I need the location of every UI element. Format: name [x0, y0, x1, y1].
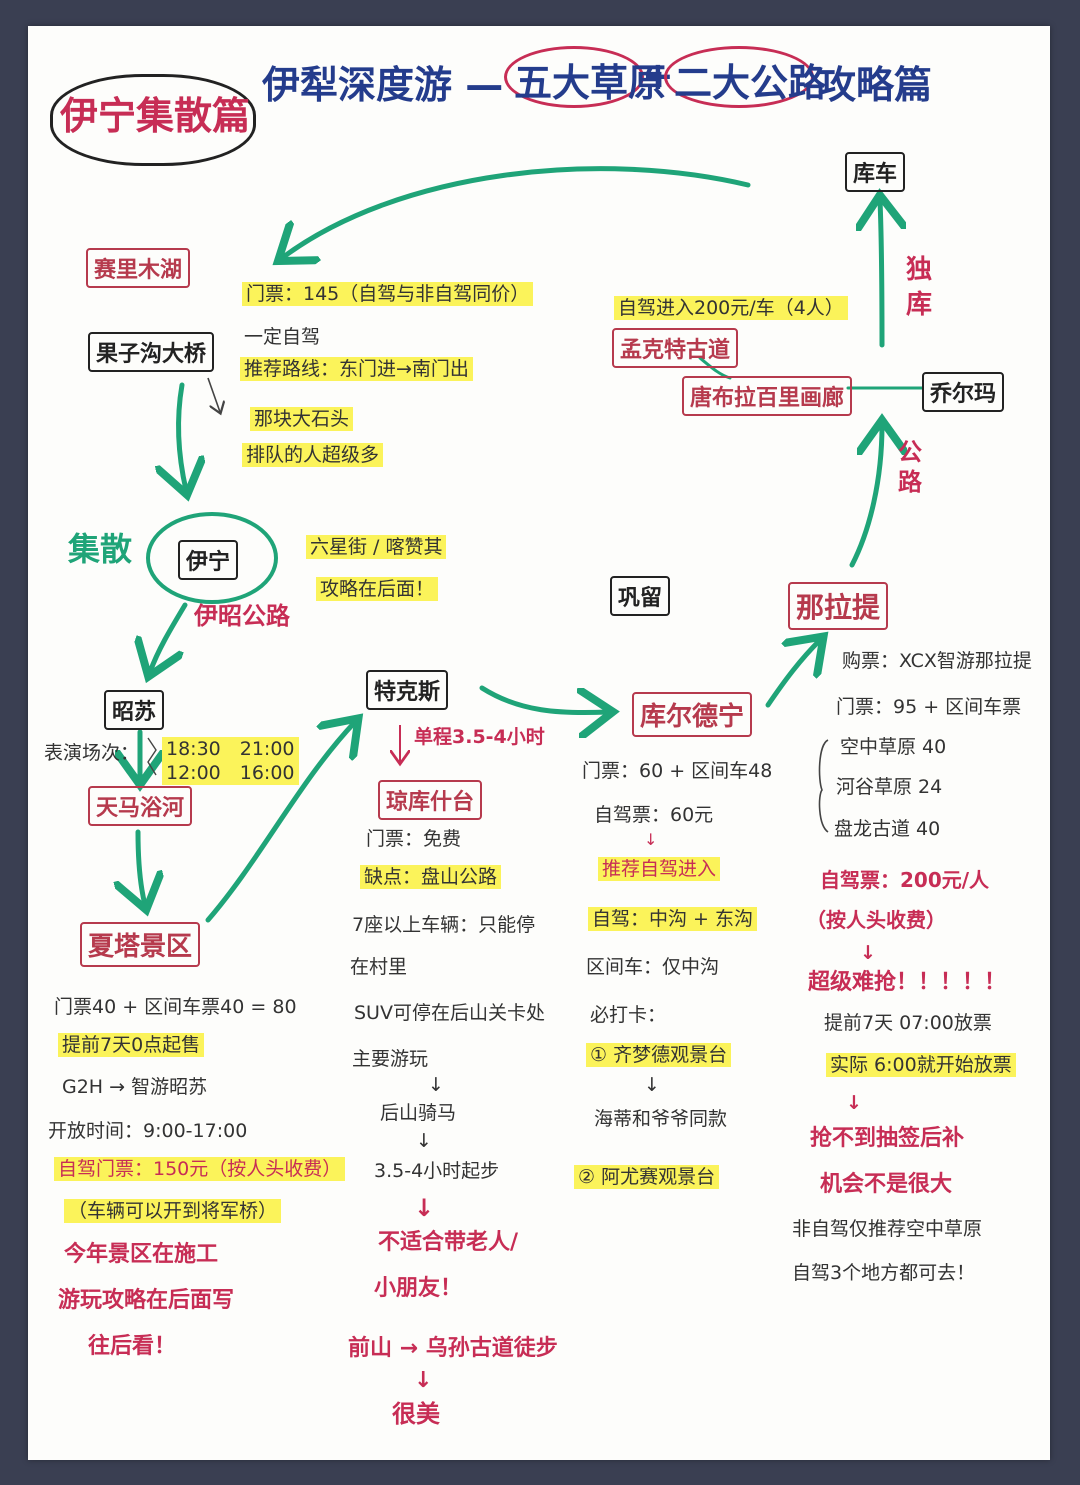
kuer-spot-2: ② 阿尤赛观景台 [574, 1165, 720, 1189]
kuku-duration: 3.5-4小时起步 [374, 1160, 500, 1182]
place-kuerdening: 库尔德宁 [632, 692, 753, 737]
title-oval1-text: 五大草原 [514, 61, 667, 105]
zhaosu-times-2: 12:00 16:00 [162, 761, 299, 785]
xiata-guide-later: 游玩攻略在后面写 [58, 1288, 235, 1313]
nalati-ticket: 门票：95 + 区间车票 [836, 696, 1022, 718]
kuer-arrow-1: ↓ [644, 830, 658, 849]
xiata-ticket: 门票40 + 区间车票40 = 80 [54, 996, 297, 1018]
place-yining: 伊宁 [178, 540, 239, 580]
zhaosu-show-label: 表演场次： [44, 742, 140, 764]
place-tianma: 天马浴河 [88, 786, 193, 826]
kuer-shuttle: 区间车：仅中沟 [586, 956, 720, 978]
kuku-ticket: 门票：免费 [366, 828, 462, 850]
title-part2: 攻略篇 [818, 63, 933, 107]
nalati-actual: 实际 6:00就开始放票 [826, 1053, 1016, 1077]
yining-note-2: 攻略在后面！ [316, 577, 439, 601]
label-duku-2: 库 [906, 290, 933, 320]
kuer-ticket: 门票：60 + 区间车48 [582, 760, 773, 782]
nalati-release: 提前7天 07:00放票 [824, 1012, 992, 1034]
kuku-suv: SUV可停在后山关卡处 [354, 1002, 545, 1024]
guozigou-self-drive: 一定自驾 [244, 326, 321, 348]
kuku-horse: 后山骑马 [380, 1102, 457, 1124]
kuku-village: 在村里 [350, 956, 408, 978]
yining-note-1: 六星街 / 喀赞其 [306, 535, 447, 559]
label-yizhao: 伊昭公路 [194, 602, 290, 630]
guozigou-route: 推荐路线：东门进→南门出 [240, 357, 473, 381]
place-kuche: 库车 [845, 152, 906, 192]
label-jisan: 集散 [68, 530, 133, 568]
label-gonglu-1: 公 [898, 438, 922, 466]
title-part1: 伊犁深度游 — [262, 63, 504, 107]
guozigou-ticket: 门票：145（自驾与非自驾同价） [242, 282, 534, 306]
nalati-panlong: 盘龙古道 40 [834, 818, 941, 840]
kuku-7seat: 7座以上车辆：只能停 [352, 914, 536, 936]
xiata-construction: 今年景区在施工 [64, 1242, 219, 1267]
kuer-must: 必打卡： [590, 1004, 667, 1026]
xiata-presale: 提前7天0点起售 [58, 1033, 205, 1057]
xiata-see-later: 往后看！ [88, 1334, 177, 1359]
tekesi-route-time: 单程3.5-4小时 [414, 726, 545, 748]
label-duku-1: 独 [906, 255, 933, 285]
badge-title: 伊宁集散篇 [60, 94, 251, 138]
kuku-arrow-1: ↓ [428, 1074, 444, 1096]
nalati-chance: 机会不是很大 [820, 1172, 953, 1197]
kuku-arrow-2: ↓ [416, 1130, 432, 1152]
nalati-arrow-2: ↓ [846, 1092, 862, 1114]
kuer-arrow-2: ↓ [644, 1074, 660, 1096]
xiata-hours: 开放时间：9:00-17:00 [48, 1120, 248, 1142]
kuku-beautiful: 很美 [392, 1400, 440, 1428]
label-gonglu-2: 路 [898, 468, 922, 496]
badge-oval [50, 74, 256, 166]
nalati-buy: 购票：XCX智游那拉提 [842, 650, 1032, 672]
place-tangbula: 唐布拉百里画廊 [682, 376, 853, 416]
kuer-recommend: 推荐自驾进入 [598, 857, 721, 881]
nalati-non-self: 非自驾仅推荐空中草原 [792, 1218, 983, 1240]
mengke-note: 自驾进入200元/车（4人） [614, 296, 848, 320]
nalati-hard: 超级难抢！！！！！ [808, 970, 1007, 995]
kuku-wusun: 前山 → 乌孙古道徒步 [348, 1336, 558, 1361]
place-zhaosu: 昭苏 [104, 690, 165, 730]
nalati-valley: 河谷草原 24 [836, 776, 943, 798]
zhaosu-times-1: 18:30 21:00 [162, 737, 299, 761]
nalati-self-drive: 自驾票：200元/人 [820, 868, 990, 892]
title-oval2-text: 二大公路 [674, 61, 827, 105]
kuer-self-drive-route: 自驾：中沟 + 东沟 [588, 907, 757, 931]
nalati-self-all: 自驾3个地方都可去！ [792, 1262, 976, 1284]
guozigou-rock: 那块大石头 [250, 407, 354, 431]
kuer-self-drive-ticket: 自驾票：60元 [594, 804, 714, 826]
title-oval-2 [664, 46, 814, 108]
xiata-app: G2H → 智游昭苏 [62, 1076, 208, 1098]
place-gongliu: 巩留 [610, 576, 671, 616]
place-nalati: 那拉提 [788, 582, 889, 630]
place-guozigou: 果子沟大桥 [88, 332, 215, 372]
kuer-spot-1: ① 齐梦德观景台 [586, 1043, 732, 1067]
nalati-per-person: （按人头收费） [806, 908, 946, 932]
kuku-main: 主要游玩 [352, 1048, 429, 1070]
nalati-arrow-1: ↓ [860, 942, 876, 964]
kuku-not-elder: 不适合带老人/ [378, 1230, 519, 1255]
nalati-lottery: 抢不到抽签后补 [810, 1126, 965, 1151]
place-xiata: 夏塔景区 [80, 922, 201, 967]
place-mengke: 孟克特古道 [612, 328, 739, 368]
place-tekesi: 特克斯 [366, 670, 449, 710]
kuku-not-kids: 小朋友！ [374, 1276, 463, 1301]
xiata-car-note: （车辆可以开到将军桥） [64, 1199, 282, 1223]
kuku-arrow-4: ↓ [414, 1368, 433, 1393]
xiata-self-drive: 自驾门票：150元（按人头收费） [54, 1157, 346, 1181]
place-qiaerma: 乔尔玛 [922, 372, 1005, 412]
kuku-drawback: 缺点：盘山公路 [360, 865, 502, 889]
kuer-heidi: 海蒂和爷爷同款 [594, 1108, 728, 1130]
kuku-arrow-3: ↓ [414, 1194, 435, 1222]
nalati-air: 空中草原 40 [840, 736, 947, 758]
place-sailimu: 赛里木湖 [86, 248, 191, 288]
place-kukushitai: 琼库什台 [378, 780, 483, 820]
title-oval-1 [504, 46, 644, 108]
guozigou-queue: 排队的人超级多 [242, 443, 384, 467]
